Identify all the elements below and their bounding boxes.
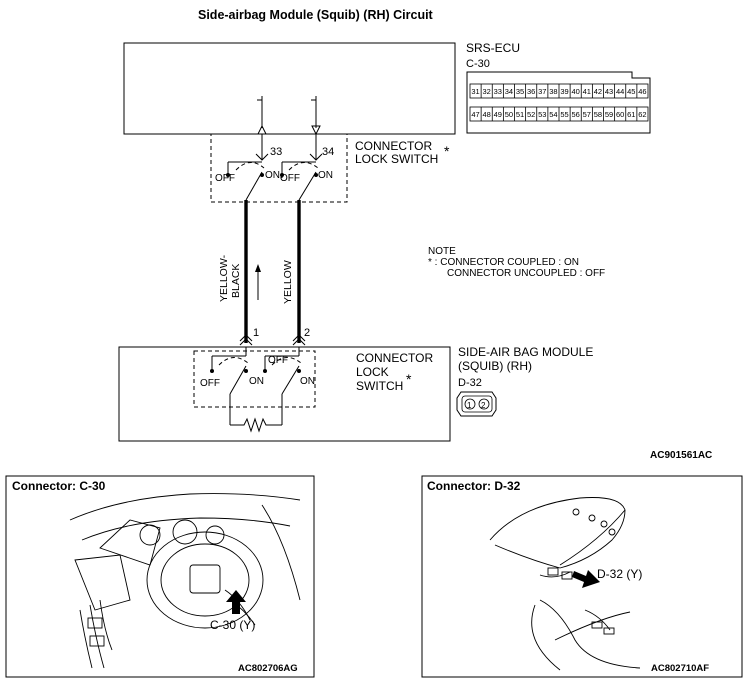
c30-pin-40: 40 <box>572 87 580 96</box>
c30-pin-43: 43 <box>605 87 613 96</box>
wire-left-color-1: YELLOW- <box>218 254 230 302</box>
c30-pin-38: 38 <box>549 87 557 96</box>
c30-pin-45: 45 <box>627 87 635 96</box>
c30-pin-39: 39 <box>560 87 568 96</box>
upper-off-a: OFF <box>215 173 235 184</box>
c30-pin-53: 53 <box>538 110 546 119</box>
upper-on-b: ON <box>318 170 333 181</box>
connector-c30-panel: Connector: C-30 C-30 (Y) AC802706AG <box>5 475 315 678</box>
ecu-connector-label: C-30 <box>466 58 490 70</box>
upper-switch-asterisk: * <box>444 143 450 159</box>
dashboard-illustration <box>69 493 301 669</box>
ecu-name: SRS-ECU <box>466 41 520 55</box>
note-line-2: CONNECTOR UNCOUPLED : OFF <box>447 268 605 279</box>
c30-pin-41: 41 <box>583 87 591 96</box>
module-on-a: ON <box>249 376 264 387</box>
connector-d32-panel: Connector: D-32 D-32 (Y) AC802710AF <box>421 475 743 678</box>
d32-pin-1: 1 <box>467 401 472 410</box>
c30-pin-52: 52 <box>527 110 535 119</box>
diagram-title: Side-airbag Module (Squib) (RH) Circuit <box>198 8 434 22</box>
panel-left-heading: Connector: C-30 <box>12 479 106 493</box>
wire-right-color: YELLOW <box>282 260 294 304</box>
upper-off-b: OFF <box>280 173 300 184</box>
srs-ecu: SRS-ECU C-30 <box>123 41 520 135</box>
c30-pin-61: 61 <box>627 110 635 119</box>
panel-left-code: AC802706AG <box>238 663 298 674</box>
c30-pin-55: 55 <box>560 110 568 119</box>
upper-switch-label-2: LOCK SWITCH <box>355 152 438 166</box>
module-on-b: ON <box>300 376 315 387</box>
side-airbag-module: OFF ON OFF ON CONNECTOR LOCK SWITCH * SI… <box>118 345 593 442</box>
module-switch-label-3: SWITCH <box>356 379 403 393</box>
module-connector-label: D-32 <box>458 377 482 389</box>
c30-pin-62: 62 <box>638 110 646 119</box>
upper-pin-34: 34 <box>322 146 334 158</box>
upper-switch-label-1: CONNECTOR <box>355 139 432 153</box>
harness-wires: YELLOW- BLACK YELLOW 1 2 <box>218 200 310 346</box>
panel-left-callout: C-30 (Y) <box>210 618 255 632</box>
c30-pin-60: 60 <box>616 110 624 119</box>
c30-pin-56: 56 <box>572 110 580 119</box>
module-switch-label-1: CONNECTOR <box>356 351 433 365</box>
c30-pin-44: 44 <box>616 87 624 96</box>
d32-pin-2: 2 <box>481 401 486 410</box>
module-off-b: OFF <box>268 355 288 366</box>
c30-pin-57: 57 <box>583 110 591 119</box>
c30-pin-54: 54 <box>549 110 557 119</box>
c30-pin-48: 48 <box>483 110 491 119</box>
squib-resistor-icon <box>230 417 282 433</box>
c30-pin-51: 51 <box>516 110 524 119</box>
c30-pin-37: 37 <box>538 87 546 96</box>
figure-code-top: AC901561AC <box>650 450 712 461</box>
c30-pin-32: 32 <box>483 87 491 96</box>
d32-pointer-arrow <box>572 570 600 588</box>
note-heading: NOTE <box>428 246 456 257</box>
panel-right-heading: Connector: D-32 <box>427 479 521 493</box>
panel-right-callout: D-32 (Y) <box>597 567 642 581</box>
c30-pin-42: 42 <box>594 87 602 96</box>
wire-pin-1: 1 <box>253 327 259 339</box>
c30-pin-58: 58 <box>594 110 602 119</box>
module-switch-asterisk: * <box>406 371 412 387</box>
wire-left-color-2: BLACK <box>230 264 242 298</box>
wire-pin-2: 2 <box>304 327 310 339</box>
note-line-1: * : CONNECTOR COUPLED : ON <box>428 257 579 268</box>
c30-pin-31: 31 <box>471 87 479 96</box>
note: NOTE * : CONNECTOR COUPLED : ON CONNECTO… <box>428 246 605 279</box>
c30-pin-33: 33 <box>494 87 502 96</box>
ecu-terminals <box>257 96 321 136</box>
c30-pin-59: 59 <box>605 110 613 119</box>
c30-pin-47: 47 <box>471 110 479 119</box>
module-name-1: SIDE-AIR BAG MODULE <box>458 345 593 359</box>
module-off-a: OFF <box>200 378 220 389</box>
upper-connector-lock-switch: 33 34 OFF ON OFF ON CONNECTOR * LOCK SWI… <box>210 133 450 203</box>
c30-pin-46: 46 <box>638 87 646 96</box>
c30-pin-35: 35 <box>516 87 524 96</box>
upper-on-a: ON <box>265 170 280 181</box>
seat-illustration <box>489 497 641 671</box>
d32-connector-face: 1 2 <box>456 391 497 417</box>
c30-pin-49: 49 <box>494 110 502 119</box>
panel-right-code: AC802710AF <box>651 663 709 674</box>
c30-pointer-arrow <box>226 590 246 614</box>
module-name-2: (SQUIB) (RH) <box>458 359 532 373</box>
c30-pin-50: 50 <box>505 110 513 119</box>
c30-pin-34: 34 <box>505 87 513 96</box>
c30-pin-36: 36 <box>527 87 535 96</box>
upper-pin-33: 33 <box>270 146 282 158</box>
module-switch-label-2: LOCK <box>356 365 389 379</box>
